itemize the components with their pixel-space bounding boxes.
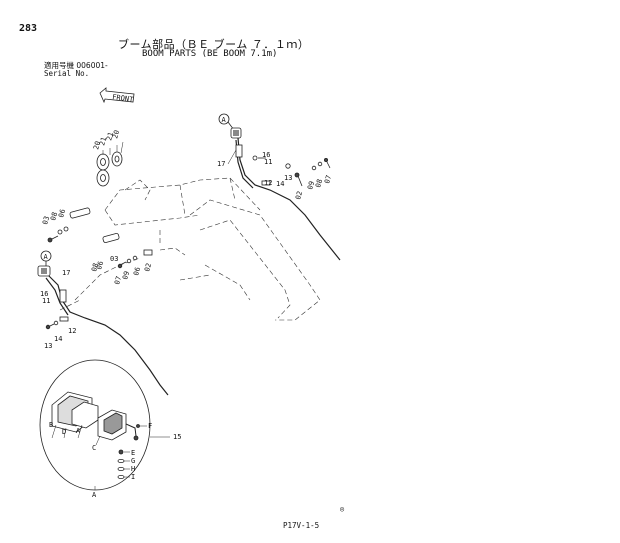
part-label: 16 [262, 151, 270, 159]
footer-symbol: ◎ [340, 505, 345, 513]
part-label: 07 [323, 174, 333, 184]
part-label: 14 [54, 335, 62, 343]
left-connector-assembly: A [37, 250, 67, 303]
part-label: 09 [306, 180, 316, 190]
front-label: FRONT [112, 93, 135, 104]
part-label: 13 [284, 174, 292, 182]
page-title-english: BOOM PARTS (BE BOOM 7.1m) [142, 49, 278, 59]
part-label: 07 [113, 275, 123, 285]
callout-b: B [49, 421, 53, 429]
part-label: 20 [92, 140, 102, 150]
callout-d: D [62, 428, 66, 436]
part-label: 03 [41, 215, 51, 225]
part-label: 12 [68, 327, 76, 335]
page-number: 283 [19, 23, 38, 34]
part-label: 08 [49, 211, 59, 221]
serial-label-english: Serial No. [44, 69, 90, 78]
callout-h: H [131, 465, 135, 473]
callout-f: F [148, 422, 152, 430]
part-label: 02 [143, 262, 153, 272]
callout-a-top: A [222, 116, 227, 124]
part-label: 08 [90, 262, 100, 272]
part-label: 06 [95, 260, 105, 270]
serial-label-japanese: 適用号機 006001- [44, 61, 108, 70]
part-label: 20 [111, 129, 121, 139]
part-label: 15 [173, 433, 181, 441]
part-label: 06 [132, 266, 142, 276]
callout-g: G [131, 457, 135, 465]
part-label: 09 [121, 270, 131, 280]
part-label: 14 [276, 180, 284, 188]
callout-a-detail: A [92, 491, 97, 499]
part-label: 21 [105, 131, 115, 141]
callout-a-left: A [44, 253, 49, 261]
front-arrow-icon: FRONT [99, 87, 135, 104]
part-label: 06 [57, 208, 67, 218]
page-title-japanese: ブーム部品（ＢＥ ブーム ７．１ｍ） [118, 38, 310, 51]
top-connector-assembly: A [218, 113, 243, 165]
callout-a-lens: A [76, 427, 81, 435]
part-label: 13 [44, 342, 52, 350]
part-number-labels: 20 21 21 20 03 08 06 08 06 03 07 09 06 0… [40, 129, 333, 441]
part-label: 11 [264, 158, 272, 166]
part-label: 02 [294, 190, 304, 200]
detail-a-inset [39, 359, 170, 491]
part-label: 17 [217, 160, 225, 168]
washer-stack [96, 141, 124, 187]
callout-circle-icon [218, 113, 230, 125]
part-label: 16 [40, 290, 48, 298]
fasteners [45, 155, 331, 330]
part-label: 08 [314, 178, 324, 188]
page-code: P17V-1-5 [283, 521, 320, 530]
callout-c: C [92, 444, 96, 452]
part-label: 12 [264, 179, 272, 187]
part-label: 17 [62, 269, 70, 277]
callout-e: E [131, 449, 135, 457]
callout-i: I [131, 473, 135, 481]
part-label: 11 [42, 297, 50, 305]
part-label: 21 [98, 136, 108, 146]
detail-a-callouts: A B C D E F G H I A [49, 421, 152, 499]
boom-outline [59, 177, 321, 321]
part-label: 03 [110, 255, 118, 263]
